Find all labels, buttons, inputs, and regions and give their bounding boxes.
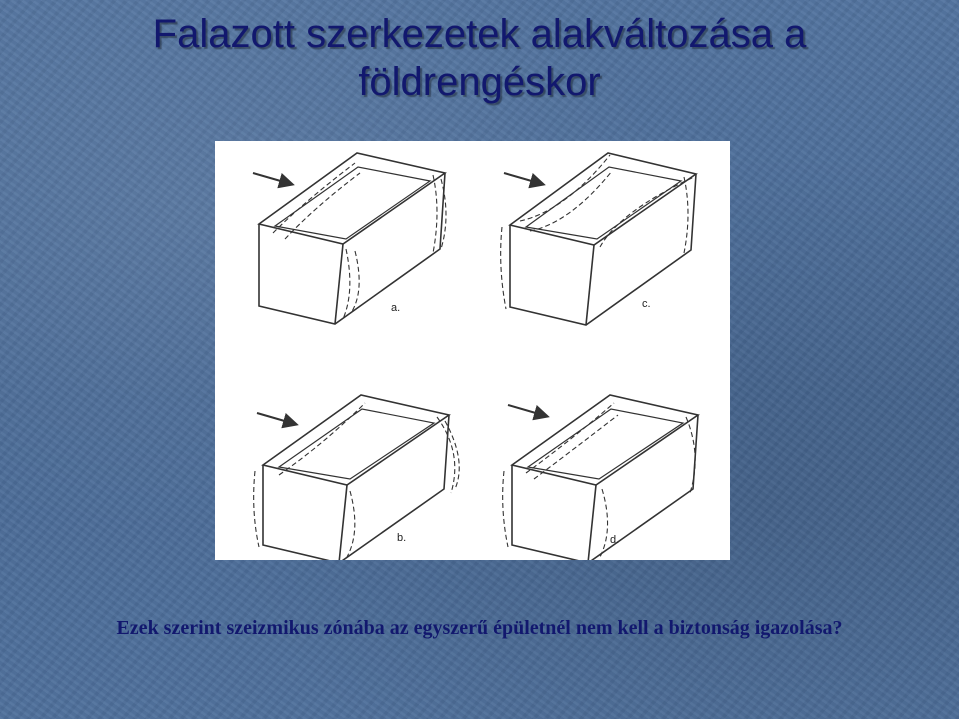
force-arrow-icon xyxy=(503,172,546,189)
force-arrow-icon xyxy=(507,404,550,421)
panel-a: a. xyxy=(252,152,447,325)
slide-caption: Ezek szerint szeizmikus zónába az egysze… xyxy=(116,617,843,639)
deformation-figure: a. c. xyxy=(215,141,730,560)
wall-box-outline xyxy=(261,394,451,560)
panel-label-b: b. xyxy=(397,532,406,544)
panel-d: d. xyxy=(502,394,700,560)
deformed-shape-dashed xyxy=(253,402,460,558)
panel-label-d: d. xyxy=(610,534,619,546)
title-line-1: Falazott szerkezetek alakváltozása a xyxy=(152,12,807,56)
slide-title: Falazott szerkezetek alakváltozása a föl… xyxy=(0,10,959,120)
title-line-2: földrengéskor xyxy=(358,60,601,104)
deformed-shape-dashed xyxy=(272,162,447,320)
deformed-shape-dashed xyxy=(502,402,696,558)
panel-c: c. xyxy=(500,152,698,326)
panel-label-a: a. xyxy=(391,302,400,314)
panel-label-c: c. xyxy=(642,298,651,310)
wall-box-outline xyxy=(510,394,700,560)
deformed-shape-dashed xyxy=(500,154,695,310)
wall-box-outline xyxy=(257,152,447,325)
force-arrow-icon xyxy=(252,172,295,189)
force-arrow-icon xyxy=(256,412,299,429)
panel-b: b. xyxy=(253,394,460,560)
wall-box-outline xyxy=(508,152,698,326)
